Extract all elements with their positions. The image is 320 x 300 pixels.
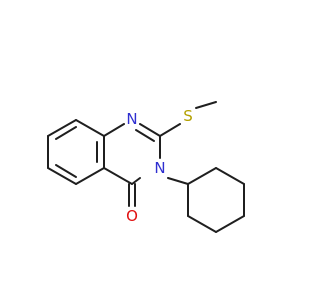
bond xyxy=(47,167,77,185)
atom-label-s: S xyxy=(183,107,193,125)
bond xyxy=(187,167,217,185)
bond xyxy=(187,215,217,233)
bond xyxy=(75,119,105,137)
bond xyxy=(139,123,161,137)
bond xyxy=(103,123,125,137)
bond xyxy=(103,167,133,185)
bond xyxy=(135,129,155,142)
atom-label-n3: N xyxy=(154,159,165,177)
bond-group xyxy=(47,101,245,233)
bond xyxy=(47,119,77,137)
bond xyxy=(159,123,181,137)
atom-label-o: O xyxy=(126,207,138,225)
bond xyxy=(75,167,105,185)
bond xyxy=(131,177,141,185)
bond xyxy=(167,177,189,185)
atom-label-n1: N xyxy=(126,110,137,128)
molecule-structure: N N S O xyxy=(47,101,245,233)
bond xyxy=(215,215,245,233)
bond xyxy=(195,101,217,109)
bond xyxy=(55,126,77,140)
molecule-canvas: N N S O xyxy=(47,101,245,233)
bond xyxy=(55,164,77,178)
bond xyxy=(215,167,245,185)
